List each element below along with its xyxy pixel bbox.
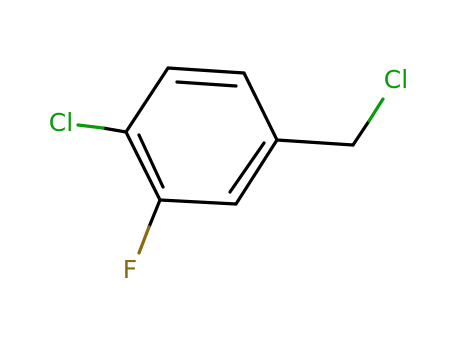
atom-label-f: F <box>123 255 137 284</box>
ring-bond-c1-c2 <box>124 66 170 134</box>
chloromethyl-substituent: Cl <box>275 65 408 147</box>
ring-bond-c3-c4 <box>242 71 279 142</box>
ring-chloro-substituent: Cl <box>49 108 128 137</box>
ring-bond-c5-c6 <box>158 198 238 206</box>
bond-cl-segment <box>76 123 105 130</box>
ring-bond-c4-c5 <box>234 138 279 206</box>
ring-double-bond-c2-c3 <box>175 80 238 88</box>
bond-cl-segment-methyl <box>367 97 385 123</box>
bond-c4-ch2 <box>275 138 355 147</box>
ring-double-bond-c4-c5 <box>228 141 266 194</box>
fluoro-substituent: F <box>123 198 162 284</box>
benzene-ring <box>124 66 279 206</box>
bond-ch2-cl <box>351 119 371 147</box>
bond-c6-f <box>147 198 162 229</box>
bond-f-segment <box>137 225 151 255</box>
ring-double-bond-c6-c1 <box>137 133 165 189</box>
ring-bond-c2-c3 <box>166 66 246 75</box>
bond-c1-cl <box>101 126 128 134</box>
atom-label-cl-ring: Cl <box>49 108 73 137</box>
ring-bond-c6-c1 <box>124 130 162 202</box>
atom-label-cl-methyl: Cl <box>384 65 408 94</box>
